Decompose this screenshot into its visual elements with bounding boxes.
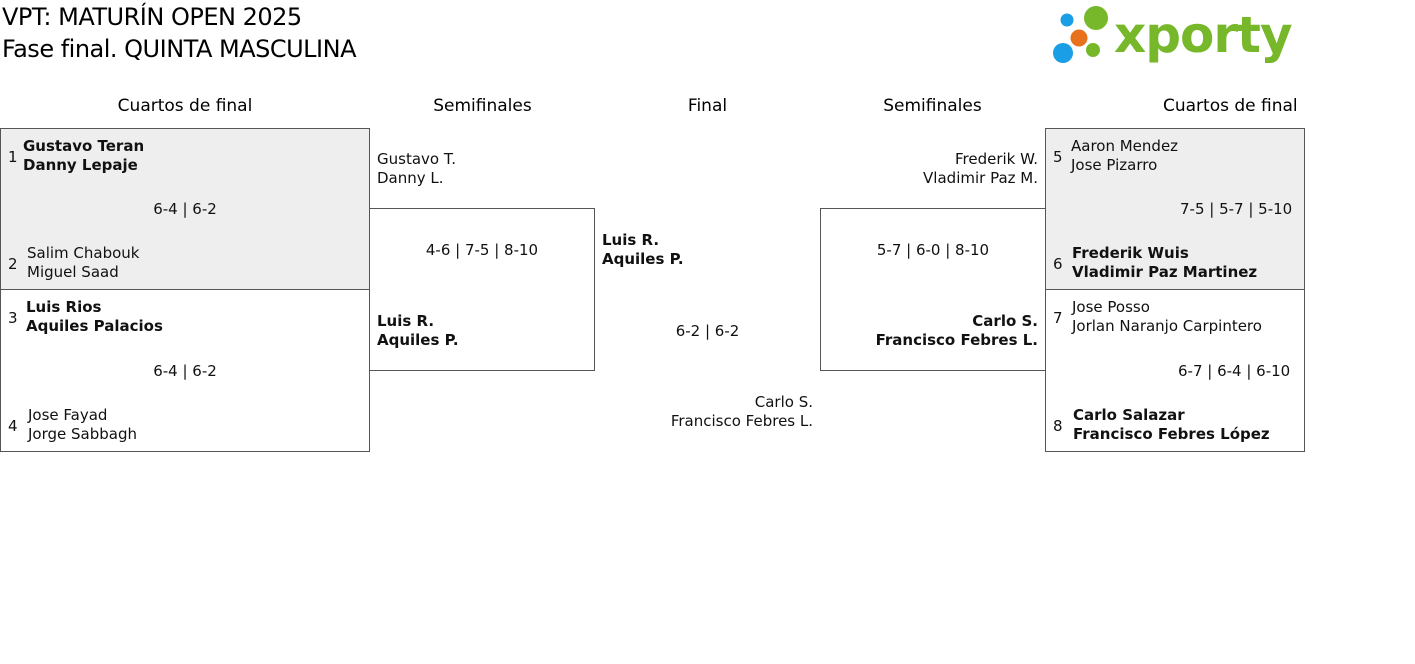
xporty-dots-icon bbox=[1053, 6, 1108, 63]
seed-number: 7 bbox=[1053, 309, 1063, 327]
team-player: Vladimir Paz Martinez bbox=[1072, 263, 1258, 281]
left-qf-match-2[interactable]: 3 Luis Rios Aquiles Palacios 6-4 | 6-2 4… bbox=[0, 289, 370, 452]
seed-number: 4 bbox=[8, 417, 18, 435]
team-player: Frederik Wuis bbox=[1072, 244, 1189, 262]
team-player: Aquiles Palacios bbox=[26, 317, 163, 335]
team-player: Danny Lepaje bbox=[23, 156, 138, 174]
seed-number: 5 bbox=[1053, 148, 1063, 166]
team-player: Francisco Febres López bbox=[1073, 425, 1270, 443]
seed-number: 6 bbox=[1053, 255, 1063, 273]
team-player: Luis Rios bbox=[26, 298, 102, 316]
match-score: 6-4 | 6-2 bbox=[153, 362, 217, 380]
seed-number: 1 bbox=[8, 148, 18, 166]
match-score: 6-7 | 6-4 | 6-10 bbox=[1178, 362, 1291, 380]
team-player: Frederik W. bbox=[954, 150, 1038, 168]
round-header-right-qf: Cuartos de final bbox=[1163, 96, 1298, 116]
team-player: Aquiles P. bbox=[602, 250, 684, 268]
final-score: 6-2 | 6-2 bbox=[675, 322, 740, 340]
match-score: 6-4 | 6-2 bbox=[153, 200, 217, 218]
team-player: Danny L. bbox=[377, 169, 444, 187]
team-player: Jose Fayad bbox=[28, 406, 108, 424]
right-qf-match-2[interactable]: 7 Jose Posso Jorlan Naranjo Carpintero 6… bbox=[1045, 289, 1305, 452]
match-score: 4-6 | 7-5 | 8-10 bbox=[425, 241, 539, 259]
left-qf-match-1[interactable]: 1 Gustavo Teran Danny Lepaje 6-4 | 6-2 2… bbox=[0, 128, 370, 290]
tournament-title: VPT: MATURÍN OPEN 2025 bbox=[2, 3, 302, 31]
team-player: Gustavo Teran bbox=[23, 137, 145, 155]
team-player: Carlo S. bbox=[972, 312, 1038, 330]
match-score: 5-7 | 6-0 | 8-10 bbox=[876, 241, 990, 259]
team-player: Miguel Saad bbox=[27, 263, 119, 281]
team-player: Francisco Febres L. bbox=[670, 412, 813, 430]
seed-number: 2 bbox=[8, 255, 18, 273]
round-header-final: Final bbox=[687, 96, 728, 116]
team-player: Aquiles P. bbox=[377, 331, 459, 349]
team-player: Gustavo T. bbox=[377, 150, 456, 168]
team-player: Carlo S. bbox=[754, 393, 813, 411]
xporty-logo[interactable]: xporty bbox=[1052, 4, 1293, 66]
left-sf-match[interactable]: 4-6 | 7-5 | 8-10 Luis R. Aquiles P. bbox=[369, 208, 595, 371]
team-player: Carlo Salazar bbox=[1073, 406, 1185, 424]
right-sf-match[interactable]: 5-7 | 6-0 | 8-10 Carlo S. Francisco Febr… bbox=[820, 208, 1046, 371]
team-player: Aaron Mendez bbox=[1071, 137, 1179, 155]
team-player: Francisco Febres L. bbox=[875, 331, 1038, 349]
team-player: Jose Pizarro bbox=[1071, 156, 1158, 174]
seed-number: 8 bbox=[1053, 417, 1063, 435]
match-score: 7-5 | 5-7 | 5-10 bbox=[1180, 200, 1293, 218]
phase-title: Fase final. QUINTA MASCULINA bbox=[2, 35, 357, 63]
team-player: Luis R. bbox=[602, 231, 660, 249]
team-player: Jorge Sabbagh bbox=[28, 425, 137, 443]
logo-wordmark: xporty bbox=[1114, 6, 1293, 64]
team-player: Luis R. bbox=[377, 312, 435, 330]
seed-number: 3 bbox=[8, 309, 18, 327]
round-header-right-sf: Semifinales bbox=[883, 96, 982, 116]
round-header-left-sf: Semifinales bbox=[433, 96, 532, 116]
round-header-left-qf: Cuartos de final bbox=[117, 96, 253, 116]
team-player: Vladimir Paz M. bbox=[923, 169, 1038, 187]
right-qf-match-1[interactable]: 5 Aaron Mendez Jose Pizarro 7-5 | 5-7 | … bbox=[1045, 128, 1305, 290]
team-player: Jorlan Naranjo Carpintero bbox=[1072, 317, 1262, 335]
team-player: Jose Posso bbox=[1072, 298, 1150, 316]
team-player: Salim Chabouk bbox=[27, 244, 140, 262]
